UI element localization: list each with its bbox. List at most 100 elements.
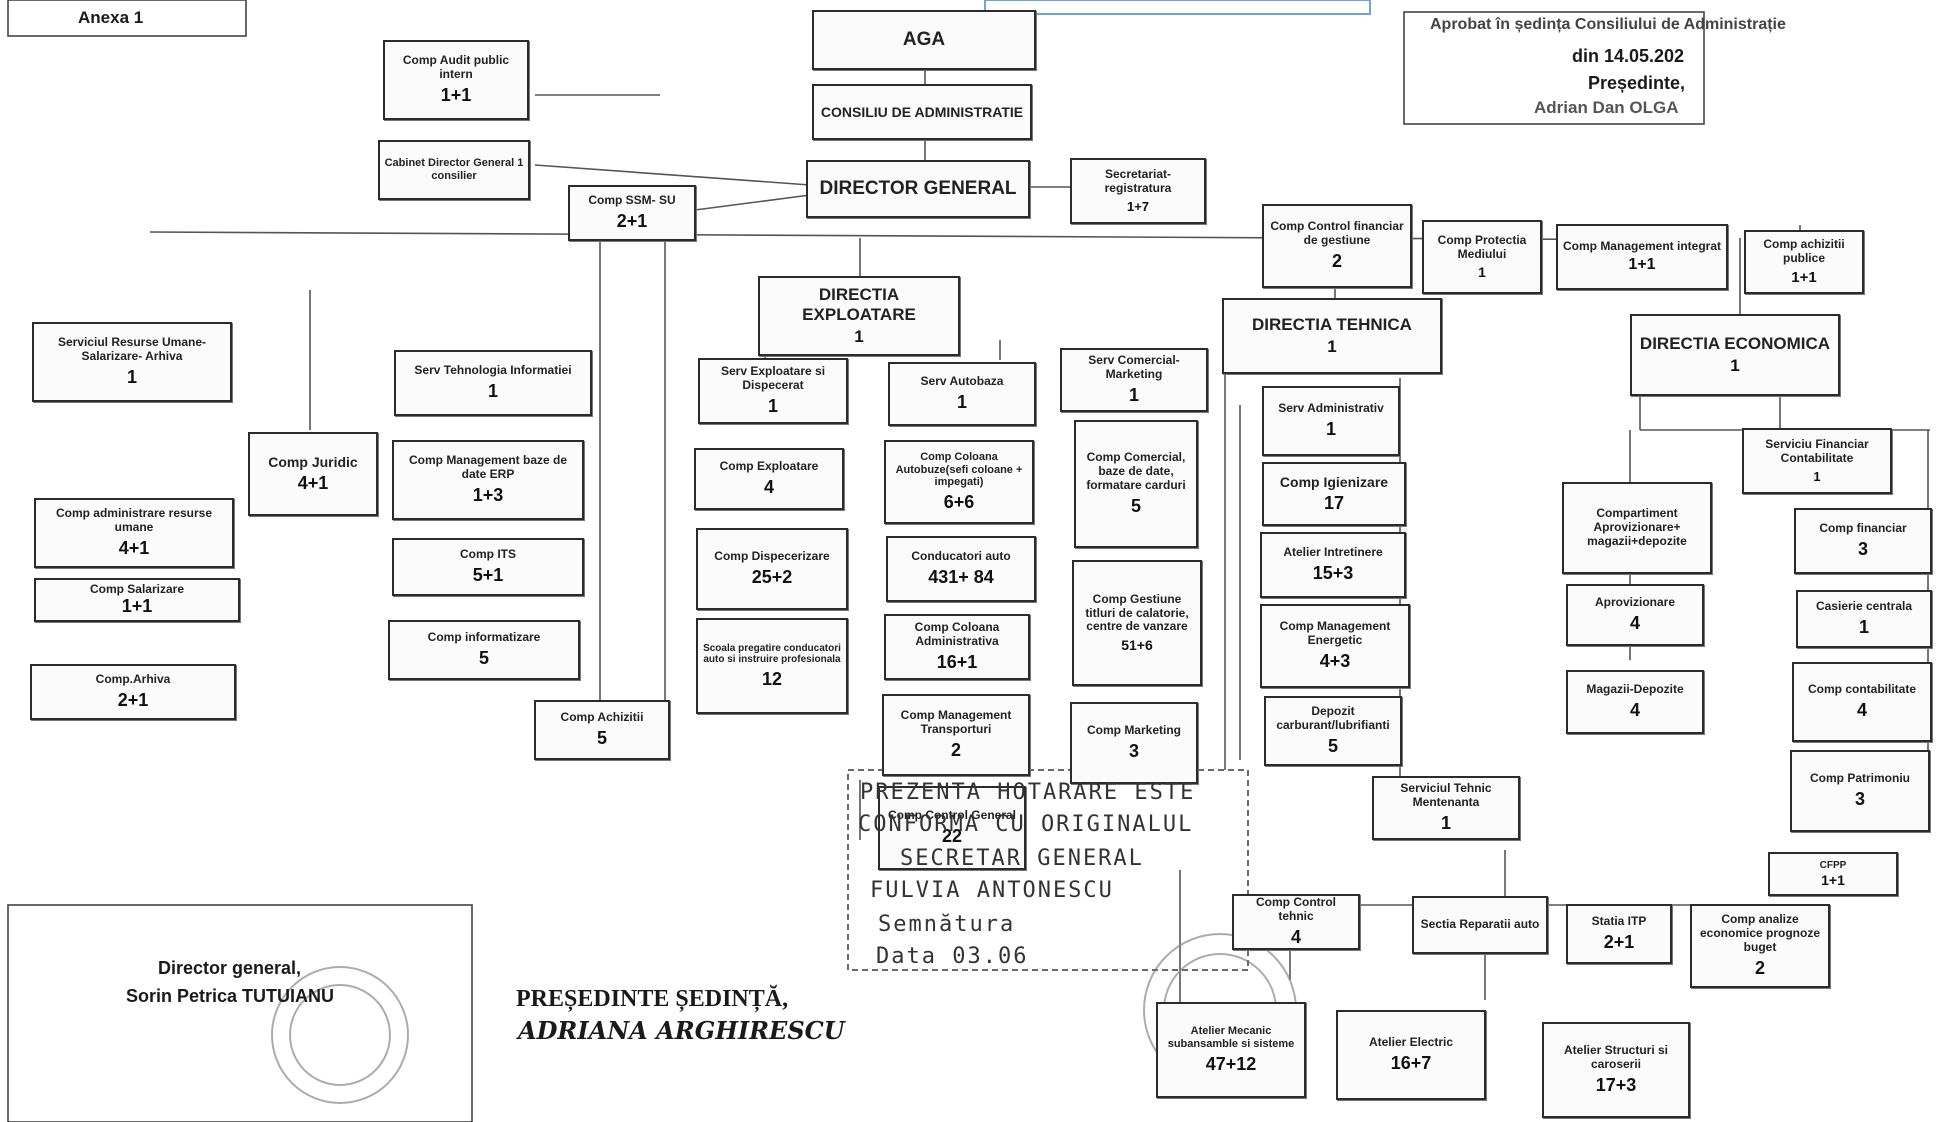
box-count: 1 — [1478, 264, 1486, 281]
box-patrimoniu: Comp Patrimoniu 3 — [1790, 750, 1930, 832]
box-count: 16+1 — [936, 651, 978, 672]
box-director-general: DIRECTOR GENERAL — [806, 160, 1030, 218]
box-label: DIRECTIA EXPLOATARE — [802, 284, 916, 324]
box-count: 1+1 — [1821, 871, 1845, 888]
box-comercial-baze-date: Comp Comercial, baze de date, formatare … — [1074, 420, 1198, 548]
box-aprovizionare: Aprovizionare 4 — [1566, 584, 1704, 646]
box-label: Serv Autobaza — [920, 374, 1004, 389]
box-label: Comp Salarizare — [89, 581, 185, 596]
box-label: Serviciul Tehnic Mentenanta — [1400, 781, 1492, 809]
box-count: 5+1 — [472, 564, 504, 585]
stamp-line-6: Data 03.06 — [876, 944, 1029, 969]
box-label: Comp analize economice prognoze buget — [1699, 912, 1821, 954]
box-count: 2+1 — [1603, 931, 1635, 952]
box-administrare-ru: Comp administrare resurse umane 4+1 — [34, 498, 234, 568]
box-audit: Comp Audit public intern 1+1 — [383, 40, 529, 120]
box-count: 1 — [487, 380, 498, 401]
stamp-line-4: FULVIA ANTONESCU — [870, 878, 1114, 903]
box-magazii-depozite: Magazii-Depozite 4 — [1566, 670, 1704, 734]
box-directia-economica: DIRECTIA ECONOMICA 1 — [1630, 314, 1840, 396]
box-count: 1 — [1813, 468, 1821, 484]
box-count: 17 — [1323, 493, 1345, 514]
box-count: 25+2 — [751, 566, 793, 587]
box-label: Comp achizitii publice — [1763, 237, 1845, 265]
box-count: 1 — [1440, 812, 1451, 833]
box-serv-tehnic-mentenanta: Serviciul Tehnic Mentenanta 1 — [1372, 776, 1520, 840]
box-juridic: Comp Juridic 4+1 — [248, 432, 378, 516]
box-label: CFPP — [1819, 860, 1847, 872]
box-label: Comp contabilitate — [1807, 682, 1916, 697]
box-label: Serv Comercial-Marketing — [1088, 353, 1180, 381]
box-label: Comp Control tehnic — [1256, 895, 1336, 923]
box-aprovizionare-magazii: Compartiment Aprovizionare+ magazii+depo… — [1562, 482, 1712, 574]
box-count: 4 — [763, 476, 774, 497]
box-cfpp: CFPP 1+1 — [1768, 852, 1898, 896]
box-count: 1 — [1325, 418, 1336, 439]
box-label: Comp Control General — [887, 808, 1016, 823]
box-label: Atelier Electric — [1368, 1035, 1454, 1050]
stamp-line-5: Semnătura — [878, 912, 1016, 937]
box-label: Comp Marketing — [1086, 723, 1181, 738]
box-label: Comp Exploatare — [719, 459, 819, 474]
box-label: Comp administrare resurse umane — [55, 506, 213, 534]
box-count: 5 — [478, 647, 489, 668]
approval-line-2: din 14.05.202 — [1572, 46, 1685, 66]
box-label: Comp Coloana Autobuze(sefi coloane + imp… — [895, 451, 1023, 489]
box-count: 17+3 — [1595, 1074, 1637, 1095]
box-count: 12 — [761, 668, 783, 689]
box-count: 4+1 — [297, 473, 329, 494]
box-count: 4 — [1629, 612, 1640, 633]
box-label: Comp Control financiar de gestiune — [1270, 219, 1404, 247]
box-count: 1 — [1858, 616, 1869, 637]
box-count: 1 — [1128, 384, 1139, 405]
box-label: Comp Dispecerizare — [714, 549, 830, 564]
box-label: Comp Gestiune titluri de calatorie, cent… — [1085, 591, 1189, 634]
box-gestiune-titluri: Comp Gestiune titluri de calatorie, cent… — [1072, 560, 1202, 686]
box-aga: AGA — [812, 10, 1036, 70]
box-serv-comercial: Serv Comercial-Marketing 1 — [1060, 348, 1208, 412]
box-directia-tehnica: DIRECTIA TEHNICA 1 — [1222, 298, 1442, 374]
box-atelier-mecanic: Atelier Mecanic subansamble si sisteme 4… — [1156, 1002, 1306, 1098]
box-count: 5 — [1130, 495, 1141, 516]
box-management-transporturi: Comp Management Transporturi 2 — [882, 694, 1030, 776]
box-secretariat: Secretariat-registratura 1+7 — [1070, 158, 1206, 224]
box-count: 1 — [126, 366, 137, 387]
box-count: 4 — [1629, 699, 1640, 720]
box-label: Conducatori auto — [911, 549, 1011, 564]
box-label: Aprovizionare — [1594, 595, 1675, 610]
approval-line-4: Adrian Dan OLGA — [1534, 98, 1679, 117]
box-directia-exploatare: DIRECTIA EXPLOATARE 1 — [758, 276, 960, 356]
box-count: 431+ 84 — [928, 566, 994, 587]
box-count: 1+1 — [121, 596, 153, 617]
box-label: Compartiment Aprovizionare+ magazii+depo… — [1587, 506, 1687, 548]
box-ssm: Comp SSM- SU 2+1 — [568, 185, 696, 241]
box-count: 16+7 — [1390, 1052, 1432, 1073]
stamp-line-1: PREZENTA HOTARARE ESTE — [860, 780, 1196, 805]
box-atelier-structuri: Atelier Structuri si caroserii 17+3 — [1542, 1022, 1690, 1118]
box-count: 5 — [596, 727, 607, 748]
box-label: Statia ITP — [1591, 914, 1647, 929]
box-consiliu: CONSILIU DE ADMINISTRATIE — [812, 84, 1032, 140]
box-financiar: Comp financiar 3 — [1794, 508, 1932, 574]
box-count: 1 — [854, 327, 864, 347]
box-label: Magazii-Depozite — [1586, 682, 1684, 697]
box-label: Depozit carburant/lubrifianti — [1276, 704, 1390, 732]
box-label: Casierie centrala — [1815, 599, 1913, 614]
box-label: Serv Exploatare si Dispecerat — [720, 364, 826, 392]
box-label: Comp Management Energetic — [1279, 619, 1391, 647]
box-count: 51+6 — [1121, 637, 1153, 654]
box-label: Serviciu Financiar Contabilitate — [1765, 437, 1869, 465]
box-label: Comp Audit public intern — [402, 53, 510, 81]
box-count: 1 — [1730, 356, 1740, 376]
box-count: 2 — [1331, 250, 1342, 271]
box-igienizare: Comp Igienizare 17 — [1262, 462, 1406, 526]
box-label: Secretariat-registratura — [1104, 167, 1172, 195]
box-label: CONSILIU DE ADMINISTRATIE — [820, 103, 1024, 120]
box-count: 2 — [1754, 957, 1765, 978]
box-label: Comp Juridic — [268, 453, 358, 470]
box-coloana-autobuze: Comp Coloana Autobuze(sefi coloane + imp… — [884, 440, 1034, 524]
box-arhiva: Comp.Arhiva 2+1 — [30, 664, 236, 720]
box-serv-autobaza: Serv Autobaza 1 — [888, 362, 1036, 426]
box-analize-economice: Comp analize economice prognoze buget 2 — [1690, 904, 1830, 988]
box-count: 3 — [1854, 788, 1865, 809]
